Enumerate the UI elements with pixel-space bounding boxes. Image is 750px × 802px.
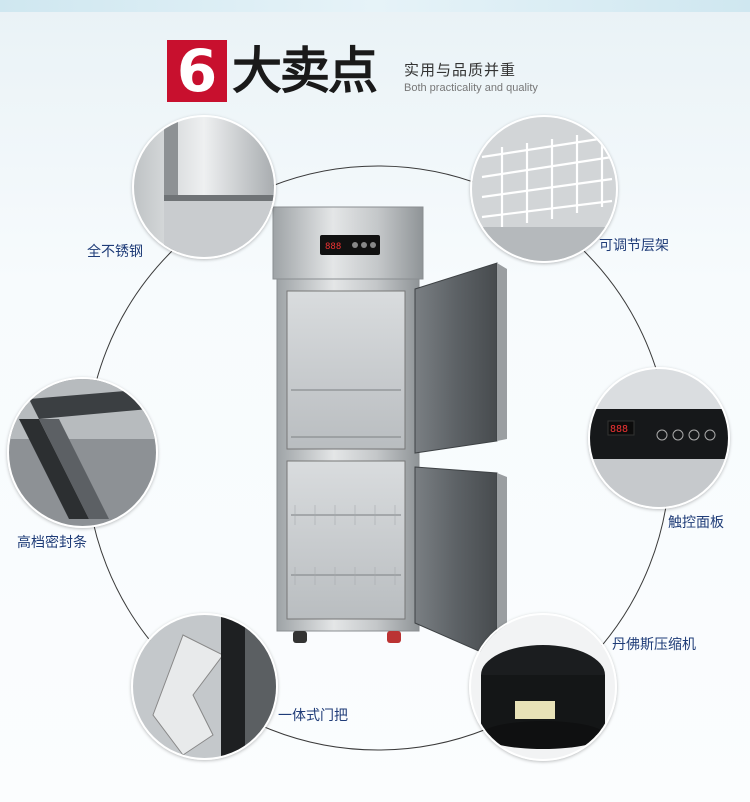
feature-handle-label: 一体式门把 [278, 708, 348, 724]
title-subtitle-en: Both practicality and quality [404, 82, 538, 94]
feature-shelf-label: 可调节层架 [599, 238, 669, 254]
svg-text:888: 888 [325, 242, 341, 252]
feature-compressor-image [469, 613, 617, 761]
feature-compressor-label: 丹佛斯压缩机 [612, 637, 696, 653]
feature-handle-image [131, 613, 278, 760]
feature-stainless-image [132, 115, 276, 259]
refrigerator-image: 888 [272, 206, 507, 660]
feature-panel-image: 888 [588, 367, 730, 509]
title-main: 大卖点 [232, 42, 378, 100]
feature-seal-image [7, 377, 158, 528]
top-decor-strip [0, 0, 750, 12]
feature-seal-label: 高档密封条 [17, 535, 87, 551]
title-number-box: 6 [167, 40, 227, 102]
feature-panel-label: 触控面板 [668, 515, 724, 531]
feature-stainless-label: 全不锈钢 [87, 244, 143, 260]
title-subtitle-cn: 实用与品质并重 [404, 61, 517, 79]
panel-display-digits: 888 [610, 424, 628, 435]
feature-shelf-image [470, 115, 618, 263]
title-number: 6 [176, 37, 218, 105]
